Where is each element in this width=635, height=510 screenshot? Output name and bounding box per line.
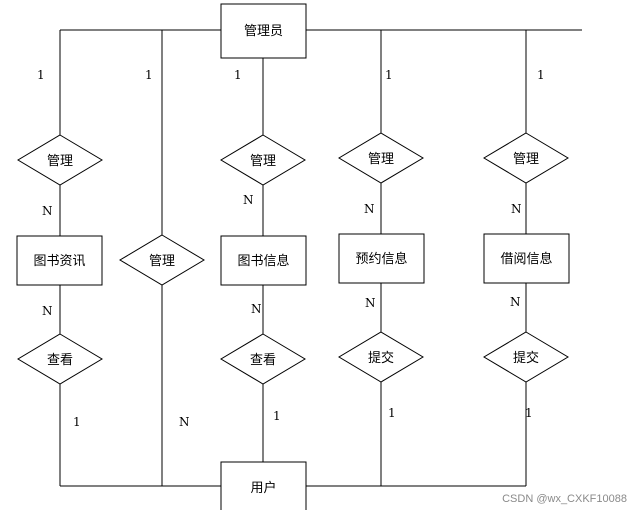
relation-manage-2: 管理 (119, 234, 205, 286)
relation-view-2-label: 查看 (250, 352, 276, 368)
entity-book-news-label: 图书资讯 (33, 254, 85, 269)
cardinality-label: 1 (234, 68, 242, 82)
relation-view-2: 查看 (220, 333, 306, 385)
cardinality-label: 1 (37, 68, 45, 82)
cardinality-label: N (42, 204, 53, 218)
connector-lines (59, 29, 582, 487)
entity-book-info: 图书信息 (220, 235, 307, 286)
cardinality-label: 1 (537, 68, 545, 82)
relation-manage-4: 管理 (338, 132, 424, 184)
cardinality-label: 1 (388, 406, 396, 420)
entity-reservation-info-label: 预约信息 (355, 251, 407, 267)
cardinality-label: 1 (145, 68, 153, 82)
cardinality-label: 1 (385, 68, 393, 82)
cardinality-label: N (251, 302, 262, 316)
relation-manage-5-label: 管理 (513, 152, 539, 167)
cardinality-labels: 1 1 1 1 1 N N N N N N N N N 1 1 1 1 (37, 68, 545, 429)
cardinality-label: N (365, 296, 376, 310)
relation-manage-1: 管理 (17, 134, 103, 186)
relation-manage-1-label: 管理 (47, 154, 73, 169)
entity-admin-label: 管理员 (244, 24, 283, 39)
entity-admin: 管理员 (220, 3, 307, 59)
entity-book-news: 图书资讯 (16, 235, 103, 286)
cardinality-label: N (511, 202, 522, 216)
cardinality-label: N (364, 202, 375, 216)
relation-submit-1: 提交 (338, 331, 424, 383)
cardinality-label: 1 (273, 409, 281, 423)
cardinality-label: 1 (73, 415, 81, 429)
entity-borrow-info-label: 借阅信息 (500, 251, 552, 267)
relation-view-1-label: 查看 (47, 352, 73, 368)
entity-user-label: 用户 (250, 480, 276, 496)
relation-manage-4-label: 管理 (368, 152, 394, 167)
relation-submit-2-label: 提交 (513, 350, 539, 366)
entity-reservation-info: 预约信息 (338, 233, 425, 284)
relation-submit-1-label: 提交 (368, 350, 394, 366)
entity-borrow-info: 借阅信息 (483, 233, 570, 284)
relation-manage-2-label: 管理 (149, 254, 175, 269)
relation-view-1: 查看 (17, 333, 103, 385)
entity-user: 用户 (220, 461, 307, 510)
watermark-text: CSDN @wx_CXKF10088 (502, 493, 627, 505)
relation-manage-5: 管理 (483, 132, 569, 184)
cardinality-label: N (179, 415, 190, 429)
relation-manage-3-label: 管理 (250, 154, 276, 169)
cardinality-label: N (42, 304, 53, 318)
relation-manage-3: 管理 (220, 134, 306, 186)
relation-submit-2: 提交 (483, 331, 569, 383)
cardinality-label: 1 (525, 406, 533, 420)
entity-book-info-label: 图书信息 (237, 253, 289, 269)
cardinality-label: N (510, 295, 521, 309)
cardinality-label: N (243, 193, 254, 207)
